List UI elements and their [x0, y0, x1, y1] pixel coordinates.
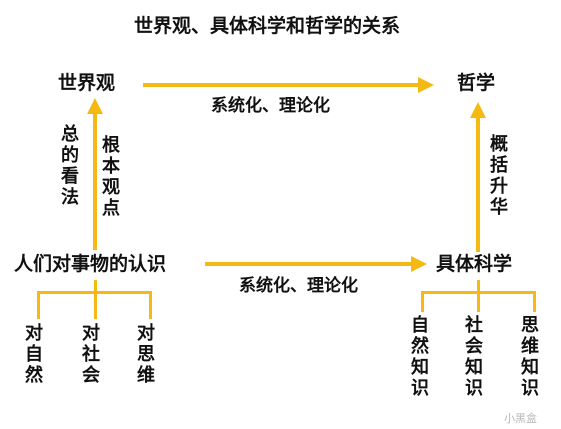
branch-nature: 对 自 然	[25, 323, 43, 387]
arrow-science-to-philosophy	[476, 116, 480, 252]
arrowhead-philosophy-up	[470, 102, 486, 118]
arrowhead-worldview	[87, 98, 103, 114]
node-specific-science: 具体科学	[436, 253, 513, 275]
arrowhead-science	[411, 256, 427, 272]
label-general-view: 总 的 看 法	[61, 124, 79, 209]
branch-social-knowledge: 社 会 知 识	[465, 315, 483, 400]
diagram-title: 世界观、具体科学和哲学的关系	[134, 15, 401, 37]
branch-natural-knowledge: 自 然 知 识	[411, 315, 429, 400]
label-top-systematize: 系统化、理论化	[211, 96, 330, 116]
watermark: 小黑盒	[504, 412, 537, 425]
label-middle-systematize: 系统化、理论化	[239, 276, 358, 296]
branch-thinking-knowledge: 思 维 知 识	[521, 315, 539, 400]
arrow-cognition-to-science	[205, 262, 412, 266]
arrowhead-philosophy	[418, 77, 434, 93]
node-cognition: 人们对事物的认识	[14, 253, 167, 275]
branch-society: 对 社 会	[82, 323, 100, 387]
label-generalize: 概 括 升 华	[490, 134, 508, 219]
node-philosophy: 哲学	[457, 72, 496, 94]
arrow-worldview-to-philosophy	[143, 83, 419, 87]
right-bracket	[421, 280, 536, 312]
node-worldview: 世界观	[58, 72, 116, 94]
arrow-cognition-to-worldview	[93, 112, 97, 250]
branch-thinking: 对 思 维	[137, 323, 155, 387]
left-bracket	[37, 280, 152, 319]
label-fundamental-view: 根 本 观 点	[102, 135, 120, 220]
